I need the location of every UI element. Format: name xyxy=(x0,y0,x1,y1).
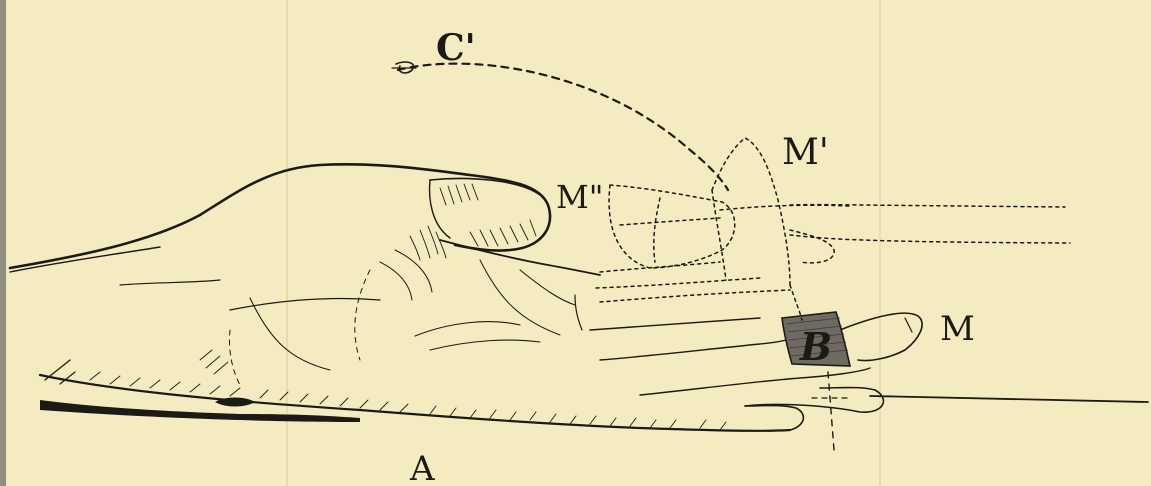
label-c-prime: C' xyxy=(436,27,476,69)
label-m-prime: M' xyxy=(782,132,829,173)
label-a: A xyxy=(409,449,435,486)
label-m-double-prime: M" xyxy=(556,178,603,216)
label-b: B xyxy=(799,324,832,369)
page-edge xyxy=(0,0,6,486)
label-m: M xyxy=(940,309,975,349)
